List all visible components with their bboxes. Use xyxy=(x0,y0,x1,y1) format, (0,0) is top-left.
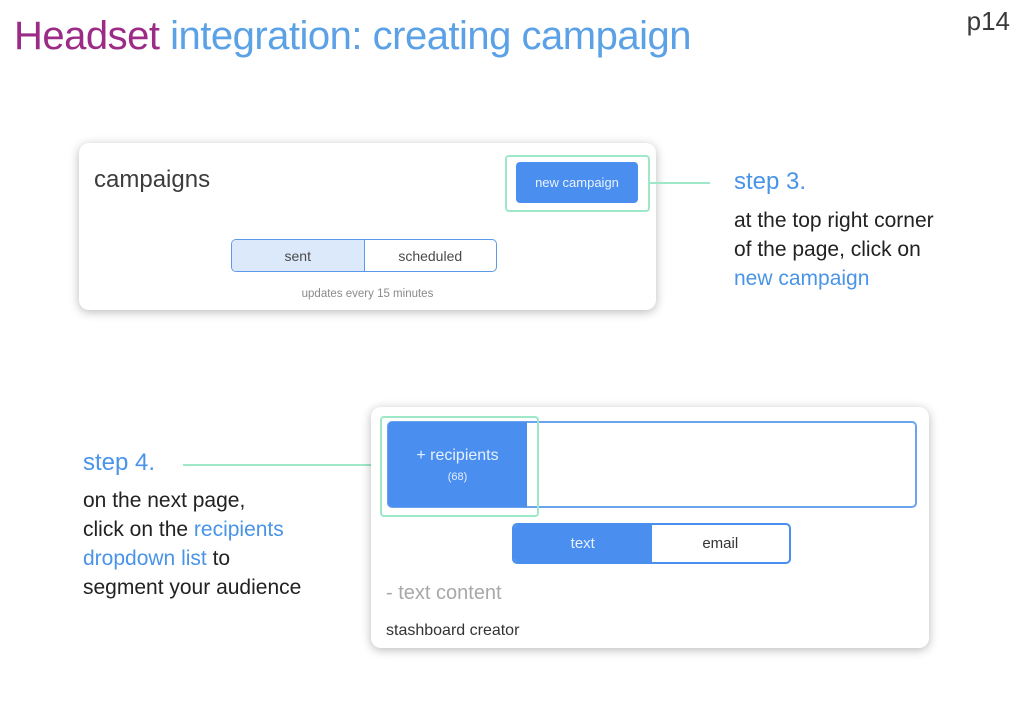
step3-line1: at the top right corner xyxy=(734,209,934,232)
step4-suffix: to xyxy=(206,547,231,570)
step4-prefix: click on the xyxy=(83,518,194,541)
text-content-label: - text content xyxy=(386,582,502,604)
step4-line2: click on the recipients xyxy=(83,515,343,544)
new-campaign-highlight xyxy=(505,155,650,212)
step4-link-recipients: recipients xyxy=(193,518,284,541)
updates-note: updates every 15 minutes xyxy=(301,288,434,300)
new-campaign-card: + recipients (68) text email - text cont… xyxy=(371,407,929,648)
campaigns-title: campaigns xyxy=(94,166,211,193)
step3-heading: step 3. xyxy=(734,168,807,195)
creator-label: stashboard creator xyxy=(386,622,520,639)
step4-line3: dropdown list to xyxy=(83,544,343,573)
step4-line1: on the next page, xyxy=(83,489,246,512)
recipients-count: (68) xyxy=(447,470,468,483)
message-type-tabs: text email xyxy=(512,523,791,564)
new-campaign-button[interactable]: new campaign xyxy=(516,162,638,203)
recipients-dropdown-button[interactable]: + recipients (68) xyxy=(388,422,527,507)
step3-connector-line xyxy=(650,182,710,184)
step3-line2: of the page, click on xyxy=(734,238,921,261)
step3-instructions: at the top right corner of the page, cli… xyxy=(734,206,1014,293)
tab-sent[interactable]: sent xyxy=(232,240,365,271)
recipients-highlight xyxy=(380,416,539,517)
step4-link-dropdown: dropdown list xyxy=(83,547,207,570)
recipients-label: + recipients xyxy=(416,446,499,464)
campaigns-card: campaigns new campaign sent scheduled up… xyxy=(79,143,656,310)
tab-text[interactable]: text xyxy=(514,525,652,562)
title-rest: integration: creating campaign xyxy=(159,14,691,58)
tab-scheduled[interactable]: scheduled xyxy=(398,247,463,264)
tab-email[interactable]: email xyxy=(702,535,739,552)
title-brand: Headset xyxy=(14,14,160,58)
step4-line4: segment your audience xyxy=(83,576,302,599)
campaign-status-tabs: sent scheduled xyxy=(231,239,497,272)
page-number: p14 xyxy=(966,6,1010,36)
step4-connector-line xyxy=(183,464,381,466)
page-title: Headset integration: creating campaign xyxy=(14,10,691,62)
step3-link: new campaign xyxy=(734,267,870,290)
step4-heading: step 4. xyxy=(83,449,156,476)
step4-instructions: on the next page, click on the recipient… xyxy=(83,486,343,602)
